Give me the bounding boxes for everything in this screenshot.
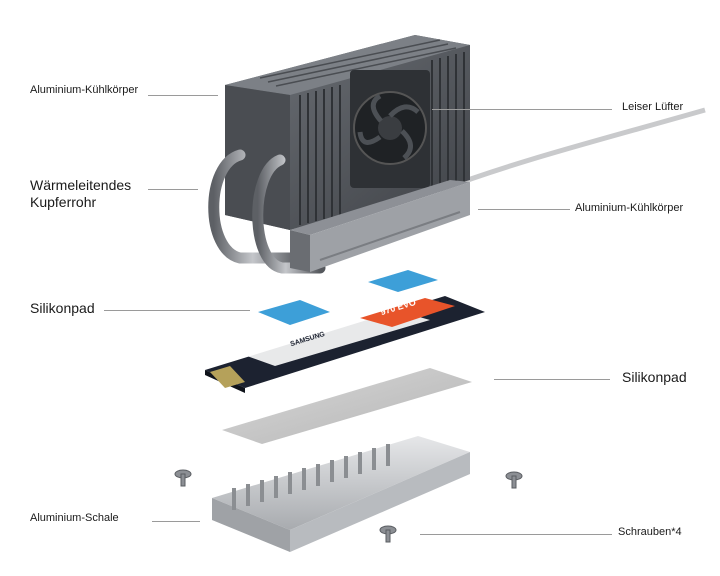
leader-heatsink-bottom	[478, 209, 570, 210]
fan	[350, 70, 430, 188]
label-heatsink-bottom: Aluminium-Kühlkörper	[575, 202, 683, 215]
leader-screws	[420, 534, 612, 535]
label-pad-top: Silikonpad	[30, 300, 95, 317]
leader-pad-top	[104, 310, 250, 311]
label-fan: Leiser Lüfter	[622, 101, 683, 114]
silicone-pad-right	[368, 270, 438, 292]
label-shell: Aluminium-Schale	[30, 512, 119, 525]
label-screws: Schrauben*4	[618, 526, 682, 539]
leader-shell	[152, 521, 200, 522]
leader-heatsink-top	[148, 95, 218, 96]
silicone-pad-left	[258, 300, 330, 325]
label-heatpipe-line2: Kupferrohr	[30, 194, 96, 211]
label-pad-bottom: Silikonpad	[622, 369, 687, 386]
leader-fan	[432, 109, 612, 110]
leader-pad-bottom	[494, 379, 610, 380]
label-heatpipe-line1: Wärmeleitendes	[30, 177, 131, 194]
leader-heatpipe	[148, 189, 198, 190]
fan-cable	[440, 110, 705, 190]
label-heatsink-top: Aluminium-Kühlkörper	[30, 84, 138, 97]
